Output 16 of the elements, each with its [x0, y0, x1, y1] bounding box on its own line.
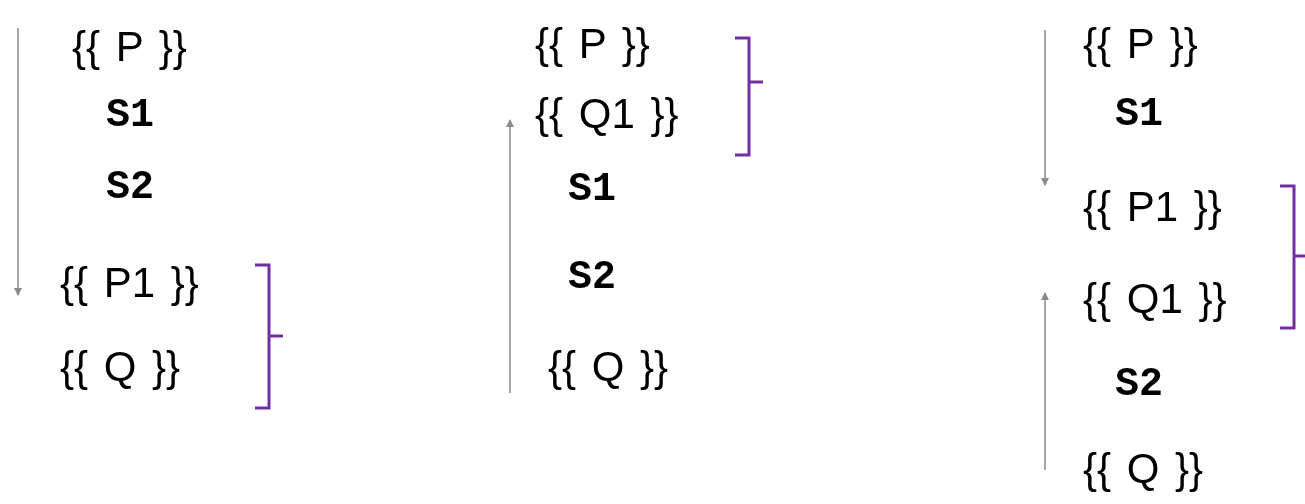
statement-text: S1 — [106, 96, 154, 136]
statement-text: S1 — [1115, 95, 1163, 135]
assertion-text: {{ P }} — [535, 23, 650, 65]
assertion-text: {{ P1 }} — [60, 262, 199, 304]
assertion-text: {{ P }} — [72, 26, 187, 68]
statement-text: S2 — [568, 258, 616, 298]
assertion-text: {{ Q }} — [548, 346, 669, 388]
assertion-text: {{ P }} — [1083, 23, 1198, 65]
assertion-text: {{ P1 }} — [1083, 186, 1222, 228]
assertion-text: {{ Q }} — [60, 346, 181, 388]
assertion-text: {{ Q }} — [1083, 448, 1204, 490]
assertion-text: {{ Q1 }} — [1083, 278, 1227, 320]
statement-text: S1 — [568, 170, 616, 210]
statement-text: S2 — [1115, 365, 1163, 405]
assertion-text: {{ Q1 }} — [535, 93, 679, 135]
statement-text: S2 — [106, 168, 154, 208]
